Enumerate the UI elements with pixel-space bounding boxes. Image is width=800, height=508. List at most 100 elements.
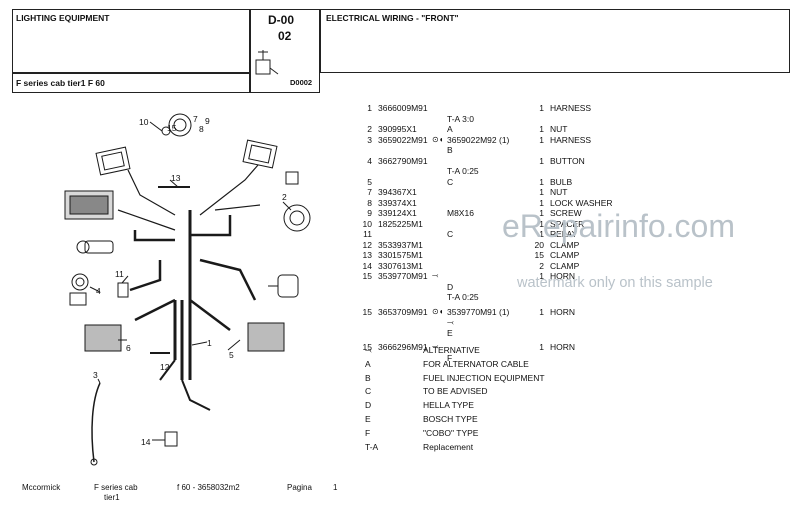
hook-marker-icon: ⤙ bbox=[447, 317, 454, 327]
part-qty: 1 bbox=[539, 208, 544, 218]
model-box bbox=[12, 73, 250, 93]
part-ref: 9 bbox=[367, 208, 372, 218]
part-desc: SCREW bbox=[550, 208, 582, 218]
part-mid: C bbox=[447, 229, 454, 239]
diagram-label-7: 7 bbox=[193, 114, 198, 124]
code-box bbox=[250, 9, 320, 93]
part-pn: 3653709M91 bbox=[378, 306, 428, 317]
diagram-label-13: 13 bbox=[171, 173, 181, 183]
diagram-label-4: 4 bbox=[96, 286, 101, 296]
legend-value: ALTERNATIVE bbox=[423, 345, 480, 355]
legend-key: T-A bbox=[365, 441, 379, 452]
part-ref: 15 bbox=[362, 342, 372, 352]
part-desc: HORN bbox=[550, 342, 576, 352]
legend-value: FUEL INJECTION EQUIPMENT bbox=[423, 372, 545, 383]
part-desc: CLAMP bbox=[550, 260, 580, 271]
legend-value: Replacement bbox=[423, 441, 474, 452]
part-ref: 1 bbox=[367, 103, 372, 113]
footer-page-label: Pagina bbox=[287, 483, 312, 492]
part-ref: 3 bbox=[367, 134, 372, 145]
hook-marker-icon: ⤙ bbox=[432, 342, 439, 351]
part-mid: A bbox=[447, 124, 453, 134]
part-ref: 15 bbox=[362, 271, 372, 281]
diagram-label-14: 14 bbox=[141, 437, 151, 447]
diagram-label-8: 8 bbox=[199, 124, 204, 134]
legend-key: E bbox=[365, 413, 371, 424]
part-mid: 3539770M91 (1) bbox=[447, 306, 510, 317]
diagram-label-11: 11 bbox=[115, 269, 124, 279]
image-code: D0002 bbox=[290, 78, 313, 87]
part-qty: 1 bbox=[539, 187, 544, 197]
part-pn: 3666009M91 bbox=[378, 103, 428, 113]
part-pn: 1825225M1 bbox=[378, 218, 423, 229]
diagram-label-1: 1 bbox=[207, 338, 212, 348]
part-qty: 1 bbox=[539, 134, 544, 145]
part-ref: 13 bbox=[362, 250, 372, 260]
part-qty: 20 bbox=[534, 239, 544, 250]
footer-page-num: 1 bbox=[333, 483, 338, 492]
part-mid: E bbox=[447, 327, 453, 338]
part-pn: 394367X1 bbox=[378, 187, 417, 197]
part-ref: 5 bbox=[367, 176, 372, 187]
diagram-label-12: 12 bbox=[160, 362, 170, 372]
legend-key: D bbox=[365, 400, 372, 411]
part-pn: 3662790M91 bbox=[378, 155, 428, 166]
part-desc: LOCK WASHER bbox=[550, 197, 613, 208]
code-main: D-00 bbox=[268, 13, 295, 27]
legend-key: A bbox=[365, 358, 371, 369]
part-qty: 1 bbox=[539, 229, 544, 239]
headlight-right bbox=[242, 139, 278, 169]
part-qty: 1 bbox=[539, 176, 544, 187]
legend-value: BOSCH TYPE bbox=[423, 413, 478, 424]
part-desc: HORN bbox=[550, 271, 576, 281]
diagram-label-15: 15 bbox=[167, 123, 177, 133]
part-desc: SPACER bbox=[550, 218, 585, 229]
part-ref: 14 bbox=[362, 260, 372, 271]
part-pn: 3539770M91 bbox=[378, 271, 428, 281]
part-desc: HARNESS bbox=[550, 103, 592, 113]
part-pn: 3659022M91 bbox=[378, 134, 428, 145]
part-qty: 1 bbox=[539, 197, 544, 208]
watermark-main: eRepairinfo.com bbox=[502, 208, 735, 244]
legend-value: TO BE ADVISED bbox=[423, 386, 488, 397]
part-qty: 2 bbox=[539, 260, 544, 271]
alternative-marker-icon: ⊙◖ bbox=[432, 306, 444, 316]
part-desc: NUT bbox=[550, 124, 568, 134]
part-desc: HORN bbox=[550, 306, 576, 317]
part-mid: D bbox=[447, 281, 454, 292]
part-mid: 3659022M92 (1) bbox=[447, 134, 510, 145]
diagram-label-10: 10 bbox=[139, 117, 149, 127]
part-pn: 390995X1 bbox=[378, 124, 417, 134]
footer-series: F series cab bbox=[94, 483, 138, 492]
diagram-label-9: 9 bbox=[205, 116, 210, 126]
part-qty: 1 bbox=[539, 218, 544, 229]
part-desc: CLAMP bbox=[550, 250, 580, 260]
connector-icon bbox=[255, 50, 279, 75]
part-desc: HARNESS bbox=[550, 134, 592, 145]
part-desc: NUT bbox=[550, 187, 568, 197]
legend-key: C bbox=[365, 386, 372, 397]
page-title-box bbox=[320, 9, 790, 73]
section-title-box bbox=[12, 9, 250, 73]
diagram-label-5: 5 bbox=[229, 350, 234, 360]
part-pn: 3301575M1 bbox=[378, 250, 423, 260]
diagram-label-3: 3 bbox=[93, 370, 98, 380]
section-title: LIGHTING EQUIPMENT bbox=[16, 13, 110, 23]
part-ref: 11 bbox=[363, 229, 372, 239]
legend-key: ⤙ bbox=[365, 345, 372, 355]
legend-value: HELLA TYPE bbox=[423, 400, 474, 411]
part-desc: RELAY bbox=[550, 229, 578, 239]
part-ref: 7 bbox=[367, 187, 372, 197]
part-ref: 15 bbox=[362, 306, 372, 317]
alternative-marker-icon: ⊙◖ bbox=[432, 134, 444, 144]
part-qty: 15 bbox=[534, 250, 544, 260]
part-ref: 12 bbox=[362, 239, 372, 250]
part-mid: T-A 0:25 bbox=[447, 166, 479, 176]
part-pn: 3666296M91 bbox=[378, 342, 428, 352]
footer-brand: Mccormick bbox=[22, 483, 61, 492]
model-label: F series cab tier1 F 60 bbox=[16, 78, 105, 88]
part-pn: 339124X1 bbox=[378, 208, 417, 218]
legend-value: FOR ALTERNATOR CABLE bbox=[423, 358, 529, 369]
part-qty: 1 bbox=[539, 155, 544, 166]
